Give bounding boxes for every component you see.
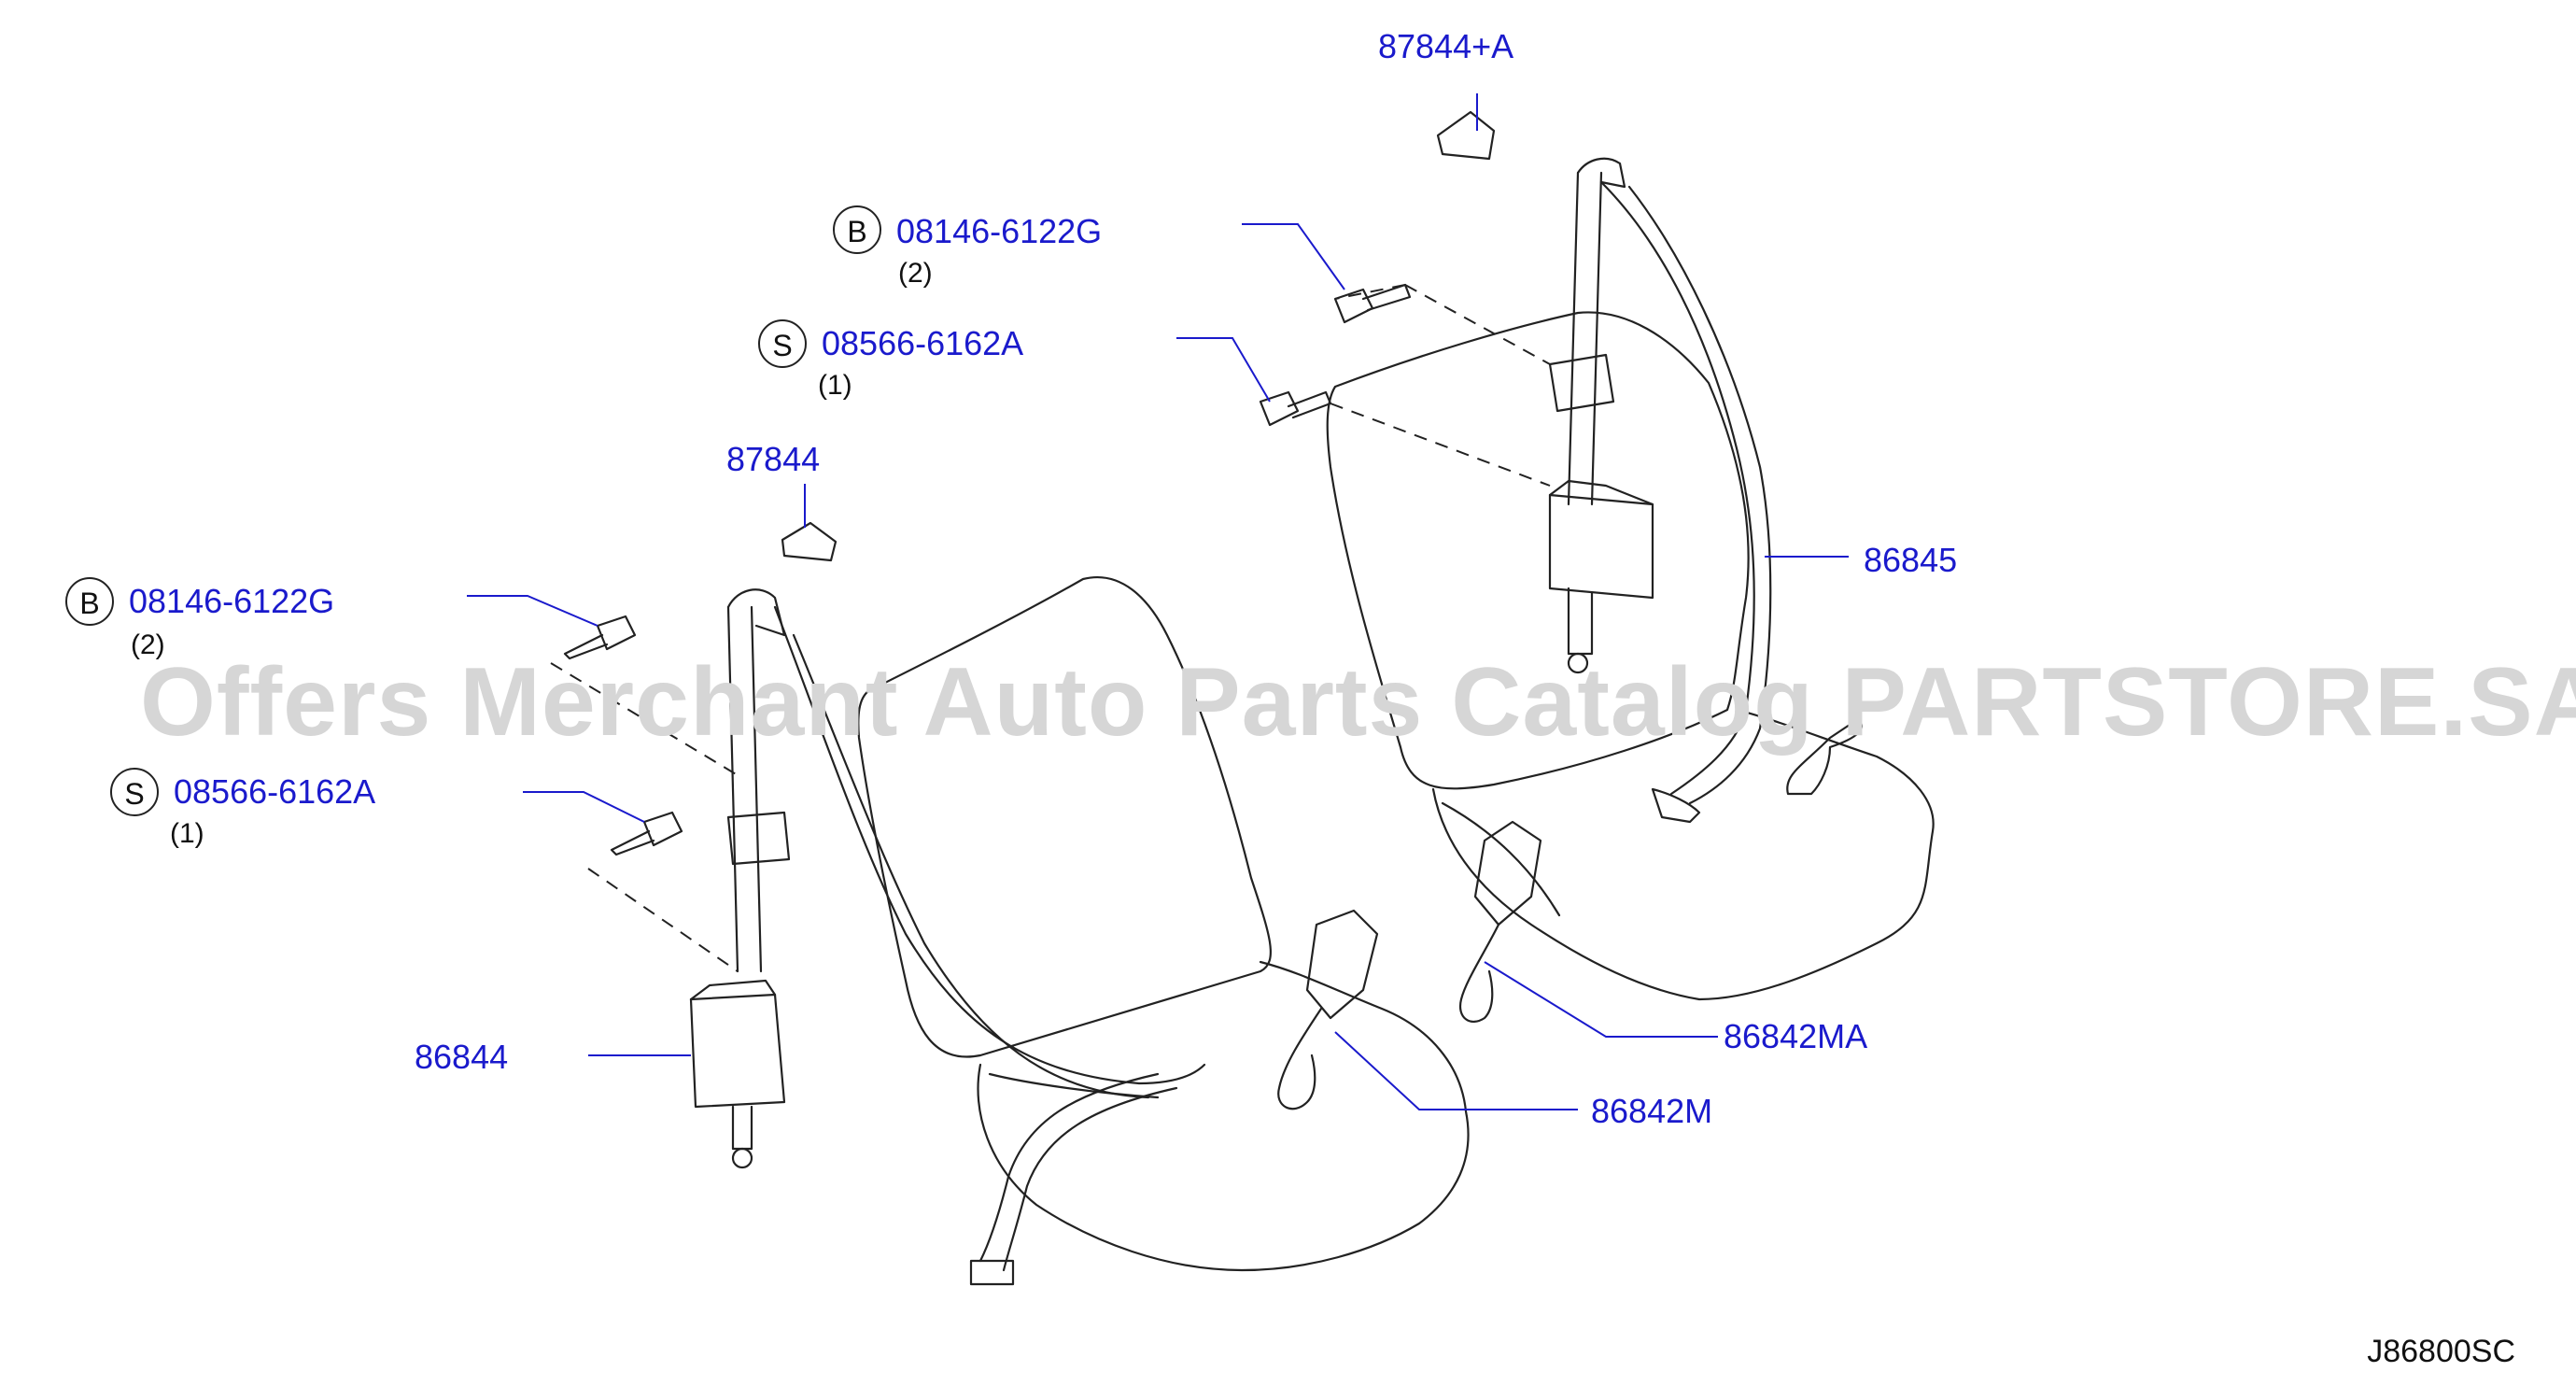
label-bolt-s-right[interactable]: 08566-6162A (822, 324, 1024, 362)
right-buckle (1473, 820, 1542, 926)
label-86842M[interactable]: 86842M (1591, 1092, 1713, 1130)
label-86844[interactable]: 86844 (415, 1038, 509, 1076)
label-bolt-s-left[interactable]: 08566-6162A (174, 772, 376, 811)
label-86842MA[interactable]: 86842MA (1724, 1017, 1868, 1055)
qty-bolt-s-right: (1) (818, 370, 852, 401)
marker-b-right: B (833, 205, 881, 254)
marker-b-left: B (65, 577, 114, 626)
cover-87844 (781, 521, 838, 562)
qty-bolt-s-left: (1) (170, 818, 204, 849)
right-seat-cushion (1431, 708, 1935, 1001)
left-seat-back (857, 576, 1272, 1058)
qty-bolt-b-left: (2) (131, 629, 165, 660)
right-retractor (1548, 493, 1654, 600)
marker-s-right: S (758, 319, 807, 368)
bolt-icon-left-s (610, 811, 683, 856)
label-86845[interactable]: 86845 (1864, 541, 1958, 579)
left-retractor (689, 993, 786, 1109)
diagram-code: J86800SC (2367, 1334, 2515, 1369)
label-bolt-b-left[interactable]: 08146-6122G (129, 582, 335, 620)
cover-87844A (1436, 110, 1496, 161)
marker-s-left: S (110, 768, 159, 816)
label-87844[interactable]: 87844 (726, 440, 821, 478)
left-seat-cushion (977, 960, 1470, 1272)
qty-bolt-b-right: (2) (898, 258, 933, 289)
left-buckle (1305, 909, 1379, 1020)
bolt-icon-left-b (563, 615, 637, 660)
label-bolt-b-right[interactable]: 08146-6122G (896, 212, 1103, 250)
bolt-icon-right-b (1333, 283, 1412, 324)
watermark: Offers Merchant Auto Parts Catalog PARTS… (140, 648, 2576, 757)
bolt-icon-right-s (1259, 390, 1332, 427)
label-87844A[interactable]: 87844+A (1378, 27, 1514, 65)
